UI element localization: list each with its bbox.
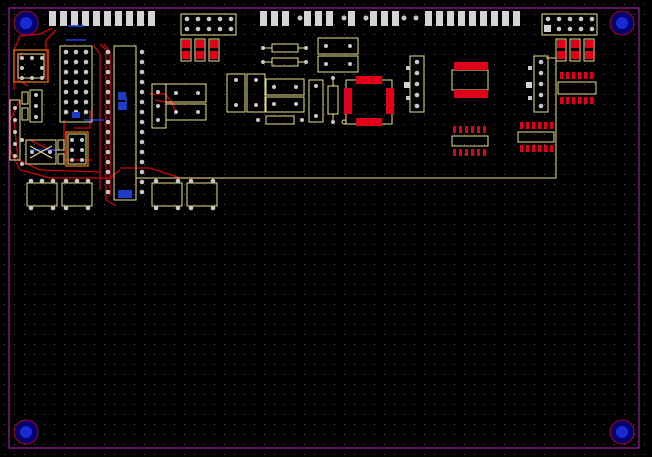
silkscreen-boundary [136,57,557,179]
ic-u1 [13,49,49,83]
resistors-r1-r2 [261,43,308,67]
header-j4 [404,55,425,113]
resistors-r3-r4 [317,37,359,73]
board-outline [8,7,640,449]
header-j5 [526,55,549,113]
edge-connector-left [49,11,155,26]
ic-soic-1 [451,62,489,98]
ic-qfp [341,76,394,126]
mounting-hole-bottom-left [13,419,39,445]
smd-caps-right [555,38,595,62]
ic-soic-4 [557,72,597,104]
ic-soic-2 [451,126,489,156]
smd-caps-left [180,38,220,62]
transistor-q1 [151,83,207,129]
small-parts-left [9,89,43,161]
ic-u2 [65,131,89,167]
ic-soic-3 [517,122,555,152]
edge-connector-small-pads [297,15,419,21]
edge-connector-middle [260,11,520,26]
socket-row-left [26,178,218,211]
smd-small-left [57,112,80,165]
caps-middle [226,73,339,125]
mounting-hole-bottom-right [609,419,635,445]
mounting-hole-top-right [609,10,635,36]
crystal-y1 [20,138,57,166]
header-j2 [541,13,598,36]
header-j3 [59,45,93,123]
header-j1 [180,13,237,36]
mounting-hole-top-left [13,10,39,36]
ic-mcu [105,45,145,201]
